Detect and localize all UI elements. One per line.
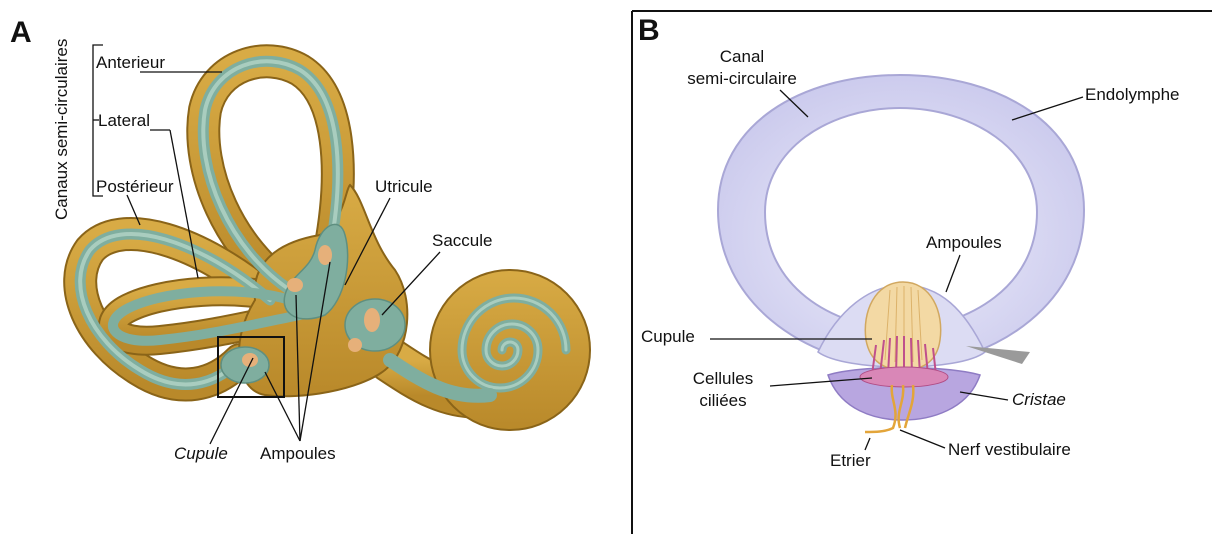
canaux-semi-circulaires-label: Canaux semi-circulaires: [52, 39, 71, 220]
ampulla-crista-2: [287, 278, 303, 292]
panel-b: B Canal semi-circulaire Endoly: [632, 11, 1212, 534]
panel-a-letter: A: [10, 16, 32, 49]
panel-b-letter: B: [638, 14, 660, 47]
lateral-label: Lateral: [98, 111, 150, 130]
hair-cell-layer: [860, 367, 948, 387]
ampoules-label-a: Ampoules: [260, 444, 336, 463]
endolymphe-label: Endolymphe: [1085, 85, 1180, 104]
cellules-label-line1: Cellules: [693, 369, 753, 388]
cupule-label-a: Cupule: [174, 444, 228, 463]
cochlea: [430, 270, 590, 430]
canal-label-line2: semi-circulaire: [687, 69, 797, 88]
anterieur-label: Anterieur: [96, 53, 165, 72]
ampoules-label-b: Ampoules: [926, 233, 1002, 252]
panel-a: A: [10, 16, 590, 463]
ampulla-crista-3: [348, 338, 362, 352]
saccule-label: Saccule: [432, 231, 492, 250]
etrier-label: Etrier: [830, 451, 871, 470]
cristae-label: Cristae: [1012, 390, 1066, 409]
cupule-label-b: Cupule: [641, 327, 695, 346]
nerf-vestibulaire-label: Nerf vestibulaire: [948, 440, 1071, 459]
posterieur-label: Postérieur: [96, 177, 174, 196]
canal-label-line1: Canal: [720, 47, 764, 66]
macula-saccule: [364, 308, 380, 332]
utricule-label: Utricule: [375, 177, 433, 196]
cellules-label-line2: ciliées: [699, 391, 746, 410]
